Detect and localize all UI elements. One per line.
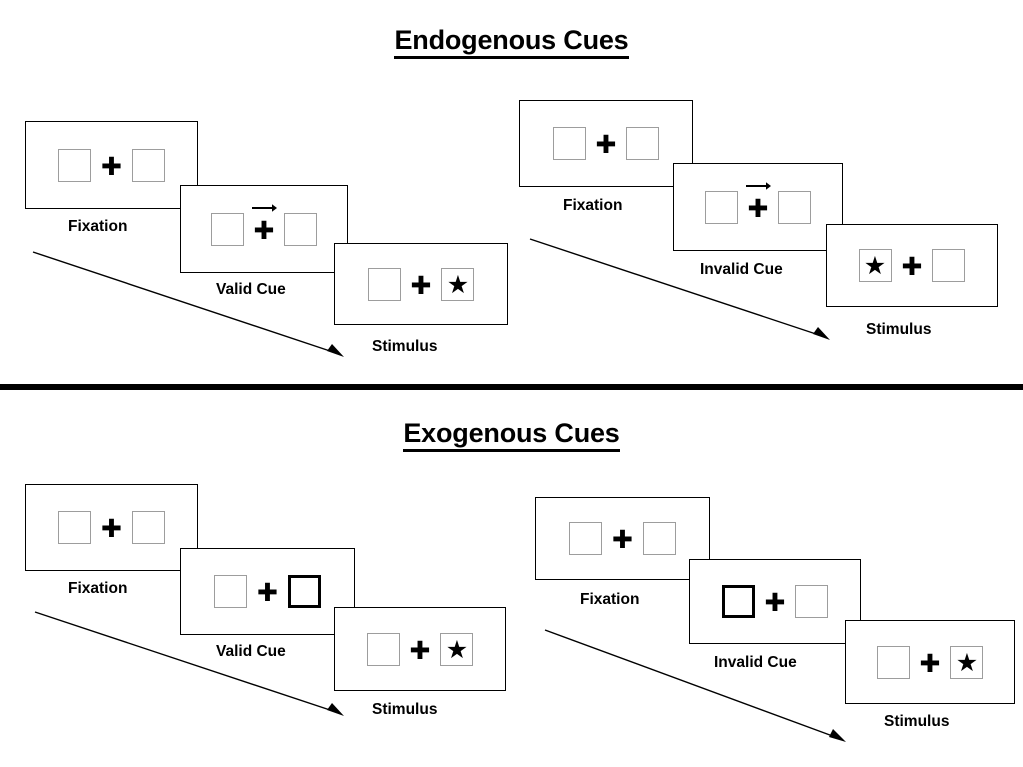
frame-endogenous-valid-cue: ✚: [180, 185, 348, 273]
timeline-arrow-endogenous-valid: [32, 251, 344, 357]
right-placeholder-box: [131, 511, 165, 544]
target-star-icon: ★: [863, 251, 887, 280]
fixation-cross-icon: ✚: [595, 130, 617, 159]
frame-exogenous-valid-stimulus: ✚ ★: [334, 607, 506, 691]
caption-exogenous-invalid-fixation: Fixation: [580, 591, 640, 608]
section-title-endogenous: Endogenous Cues: [0, 25, 1023, 59]
frame-exogenous-invalid-cue: ✚: [689, 559, 861, 644]
caption-exogenous-valid-fixation: Fixation: [68, 580, 128, 597]
fixation-cross-icon: ✚: [764, 588, 786, 617]
frame-endogenous-valid-stimulus: ✚ ★: [334, 243, 508, 325]
frame-exogenous-invalid-fixation: ✚: [535, 497, 710, 580]
right-target-box: ★: [440, 632, 474, 666]
caption-exogenous-valid-cue: Valid Cue: [216, 643, 286, 660]
caption-endogenous-valid-stimulus: Stimulus: [372, 338, 438, 355]
section-title-endogenous-text: Endogenous Cues: [394, 25, 629, 59]
timeline-arrow-exogenous-valid: [34, 611, 344, 716]
left-cued-box: [721, 585, 755, 618]
section-title-exogenous-text: Exogenous Cues: [403, 418, 620, 452]
caption-endogenous-invalid-fixation: Fixation: [563, 197, 623, 214]
left-target-box: ★: [858, 249, 892, 282]
fixation-cross-icon: ✚: [410, 270, 432, 300]
caption-exogenous-invalid-stimulus: Stimulus: [884, 713, 950, 730]
caption-endogenous-valid-fixation: Fixation: [68, 218, 128, 235]
fixation-cross-icon: ✚: [919, 648, 941, 678]
right-cued-box: [287, 575, 321, 608]
left-placeholder-box: [366, 632, 400, 666]
frame-exogenous-valid-fixation: ✚: [25, 484, 198, 571]
right-target-box: ★: [950, 645, 984, 679]
frame-endogenous-invalid-stimulus: ★ ✚: [826, 224, 998, 307]
right-target-box: ★: [441, 267, 475, 301]
left-placeholder-box: [367, 267, 401, 301]
fixation-cross-icon: ✚: [901, 252, 923, 281]
frame-exogenous-valid-cue: ✚: [180, 548, 355, 635]
left-placeholder-box: [569, 522, 603, 555]
left-placeholder-box: [58, 148, 92, 182]
fixation-cross-icon: ✚: [101, 514, 122, 543]
fixation-cross-icon: ✚: [101, 151, 122, 181]
right-placeholder-box: [284, 212, 318, 246]
caption-exogenous-invalid-cue: Invalid Cue: [714, 654, 797, 671]
fixation-cross-icon: ✚: [612, 525, 633, 554]
target-star-icon: ★: [955, 647, 979, 677]
right-placeholder-box: [626, 127, 660, 160]
fixation-cross-icon: ✚: [747, 193, 769, 223]
fixation-cross-icon: ✚: [257, 578, 278, 607]
frame-endogenous-valid-fixation: ✚: [25, 121, 198, 209]
caption-endogenous-valid-cue: Valid Cue: [216, 281, 286, 298]
left-placeholder-box: [210, 212, 244, 246]
fixation-cross-icon: ✚: [253, 215, 275, 245]
section-divider: [0, 384, 1023, 390]
fixation-cross-icon: ✚: [409, 635, 431, 665]
right-placeholder-box: [642, 522, 676, 555]
left-placeholder-box: [876, 645, 910, 679]
target-star-icon: ★: [446, 269, 470, 299]
frame-exogenous-invalid-stimulus: ✚ ★: [845, 620, 1015, 704]
frame-endogenous-invalid-fixation: ✚: [519, 100, 693, 187]
right-placeholder-box: [131, 148, 165, 182]
caption-endogenous-invalid-stimulus: Stimulus: [866, 321, 932, 338]
section-title-exogenous: Exogenous Cues: [0, 418, 1023, 452]
right-placeholder-box: [778, 190, 812, 224]
left-placeholder-box: [214, 575, 248, 608]
timeline-arrow-endogenous-invalid: [529, 238, 830, 340]
right-placeholder-box: [795, 585, 829, 618]
right-placeholder-box: [932, 249, 966, 282]
caption-endogenous-invalid-cue: Invalid Cue: [700, 261, 783, 278]
left-placeholder-box: [552, 127, 586, 160]
target-star-icon: ★: [445, 634, 469, 664]
left-placeholder-box: [704, 190, 738, 224]
left-placeholder-box: [58, 511, 92, 544]
timeline-arrow-exogenous-invalid: [544, 629, 846, 742]
caption-exogenous-valid-stimulus: Stimulus: [372, 701, 438, 718]
